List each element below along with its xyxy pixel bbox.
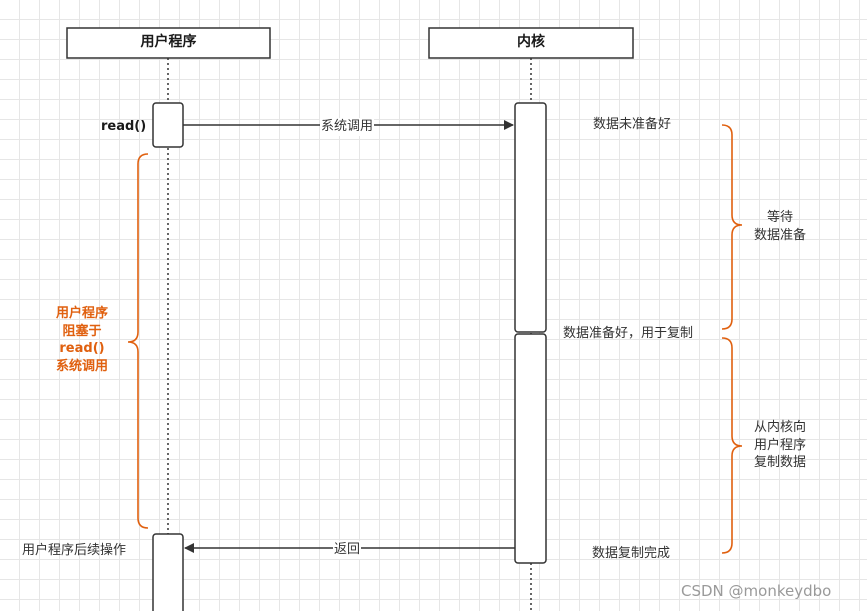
user-program-title: 用户程序	[140, 34, 197, 50]
data-ready-copy-label: 数据准备好，用于复制	[563, 326, 694, 341]
brace-wait-text: 等待 数据准备	[740, 209, 820, 244]
syscall-label: 系统调用	[320, 118, 375, 136]
user-after-ops-label: 用户程序后续操作	[22, 543, 127, 558]
brace-blocked-line-2: 阻塞于	[62, 323, 102, 339]
brace-wait	[721, 124, 743, 330]
user-activation-after	[152, 533, 184, 611]
brace-copy-line-1: 从内核向	[753, 420, 806, 435]
user-activation-read	[152, 102, 184, 148]
kernel-activation-copy	[514, 333, 547, 564]
kernel-activation-wait	[514, 102, 547, 333]
user-program-header-box	[66, 27, 271, 59]
data-not-ready-label: 数据未准备好	[593, 117, 672, 132]
kernel-title: 内核	[517, 34, 545, 50]
brace-copy	[721, 337, 743, 554]
brace-wait-line-2: 数据准备	[753, 227, 806, 243]
brace-blocked-text: 用户程序 阻塞于 read() 系统调用	[42, 305, 122, 375]
watermark: CSDN @monkeydbo	[681, 582, 832, 600]
read-call-label: read()	[101, 119, 147, 134]
brace-copy-line-3: 复制数据	[753, 455, 806, 471]
brace-blocked	[127, 153, 149, 529]
brace-blocked-line-1: 用户程序	[55, 306, 108, 321]
brace-copy-text: 从内核向 用户程序 复制数据	[740, 419, 820, 472]
brace-blocked-line-4: 系统调用	[55, 358, 108, 374]
brace-copy-line-2: 用户程序	[753, 437, 806, 453]
copy-complete-label: 数据复制完成	[592, 546, 671, 561]
brace-wait-line-1: 等待	[766, 210, 793, 225]
return-label: 返回	[333, 541, 362, 559]
kernel-header-box	[428, 27, 634, 59]
brace-blocked-line-3: read()	[59, 341, 105, 357]
